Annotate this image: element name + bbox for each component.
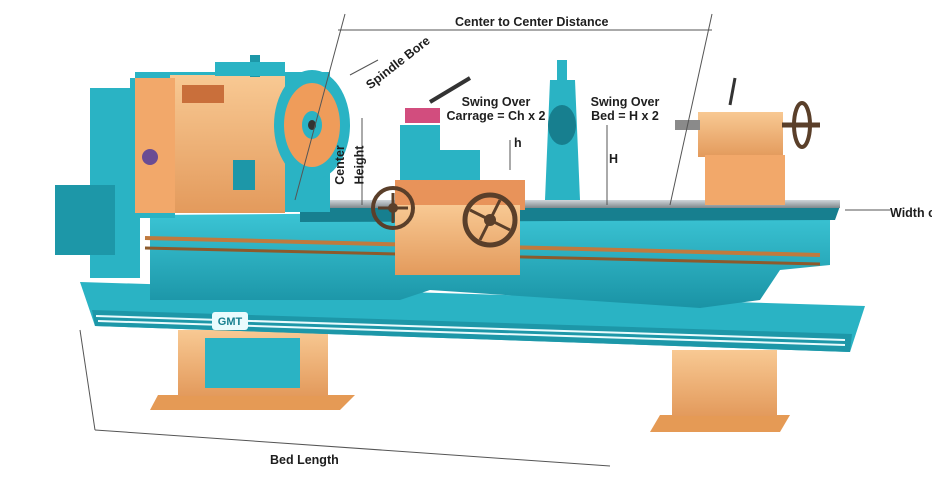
center-to-center-label: Center to Center Distance	[455, 15, 609, 29]
left-leg	[150, 330, 355, 410]
steady-rest	[545, 60, 580, 200]
carriage-handwheel	[371, 186, 415, 230]
chuck	[274, 70, 350, 180]
center-to-center-left-extension	[294, 13, 346, 201]
center-to-center-right-extension	[669, 13, 713, 206]
tailstock	[675, 77, 820, 205]
apron-handwheel	[462, 192, 518, 248]
center-height-label-1: Center	[332, 145, 347, 185]
swing-bed-label-2: Bed = H x 2	[591, 109, 659, 123]
swing-carriage-label-2: Carrage = Ch x 2	[446, 109, 546, 123]
bed-length-arrow	[94, 429, 611, 467]
width-of-bed-label: Width o	[890, 206, 932, 220]
h-large-label: H	[609, 152, 619, 166]
brand-logo: GMT	[212, 312, 248, 330]
bed-length-left-extension	[79, 329, 96, 431]
h-small-label: h	[514, 136, 522, 150]
swing-carriage-label-1: Swing Over	[461, 95, 531, 109]
spindle-bore-marker	[349, 59, 379, 76]
center-height-label-2: Height	[352, 145, 367, 185]
swing-bed-label-1: Swing Over	[590, 95, 660, 109]
carriage	[395, 76, 525, 275]
bed-length-label: Bed Length	[270, 453, 339, 467]
right-leg	[650, 350, 790, 432]
logo-text: GMT	[218, 316, 243, 328]
dimension-lines	[79, 13, 890, 467]
